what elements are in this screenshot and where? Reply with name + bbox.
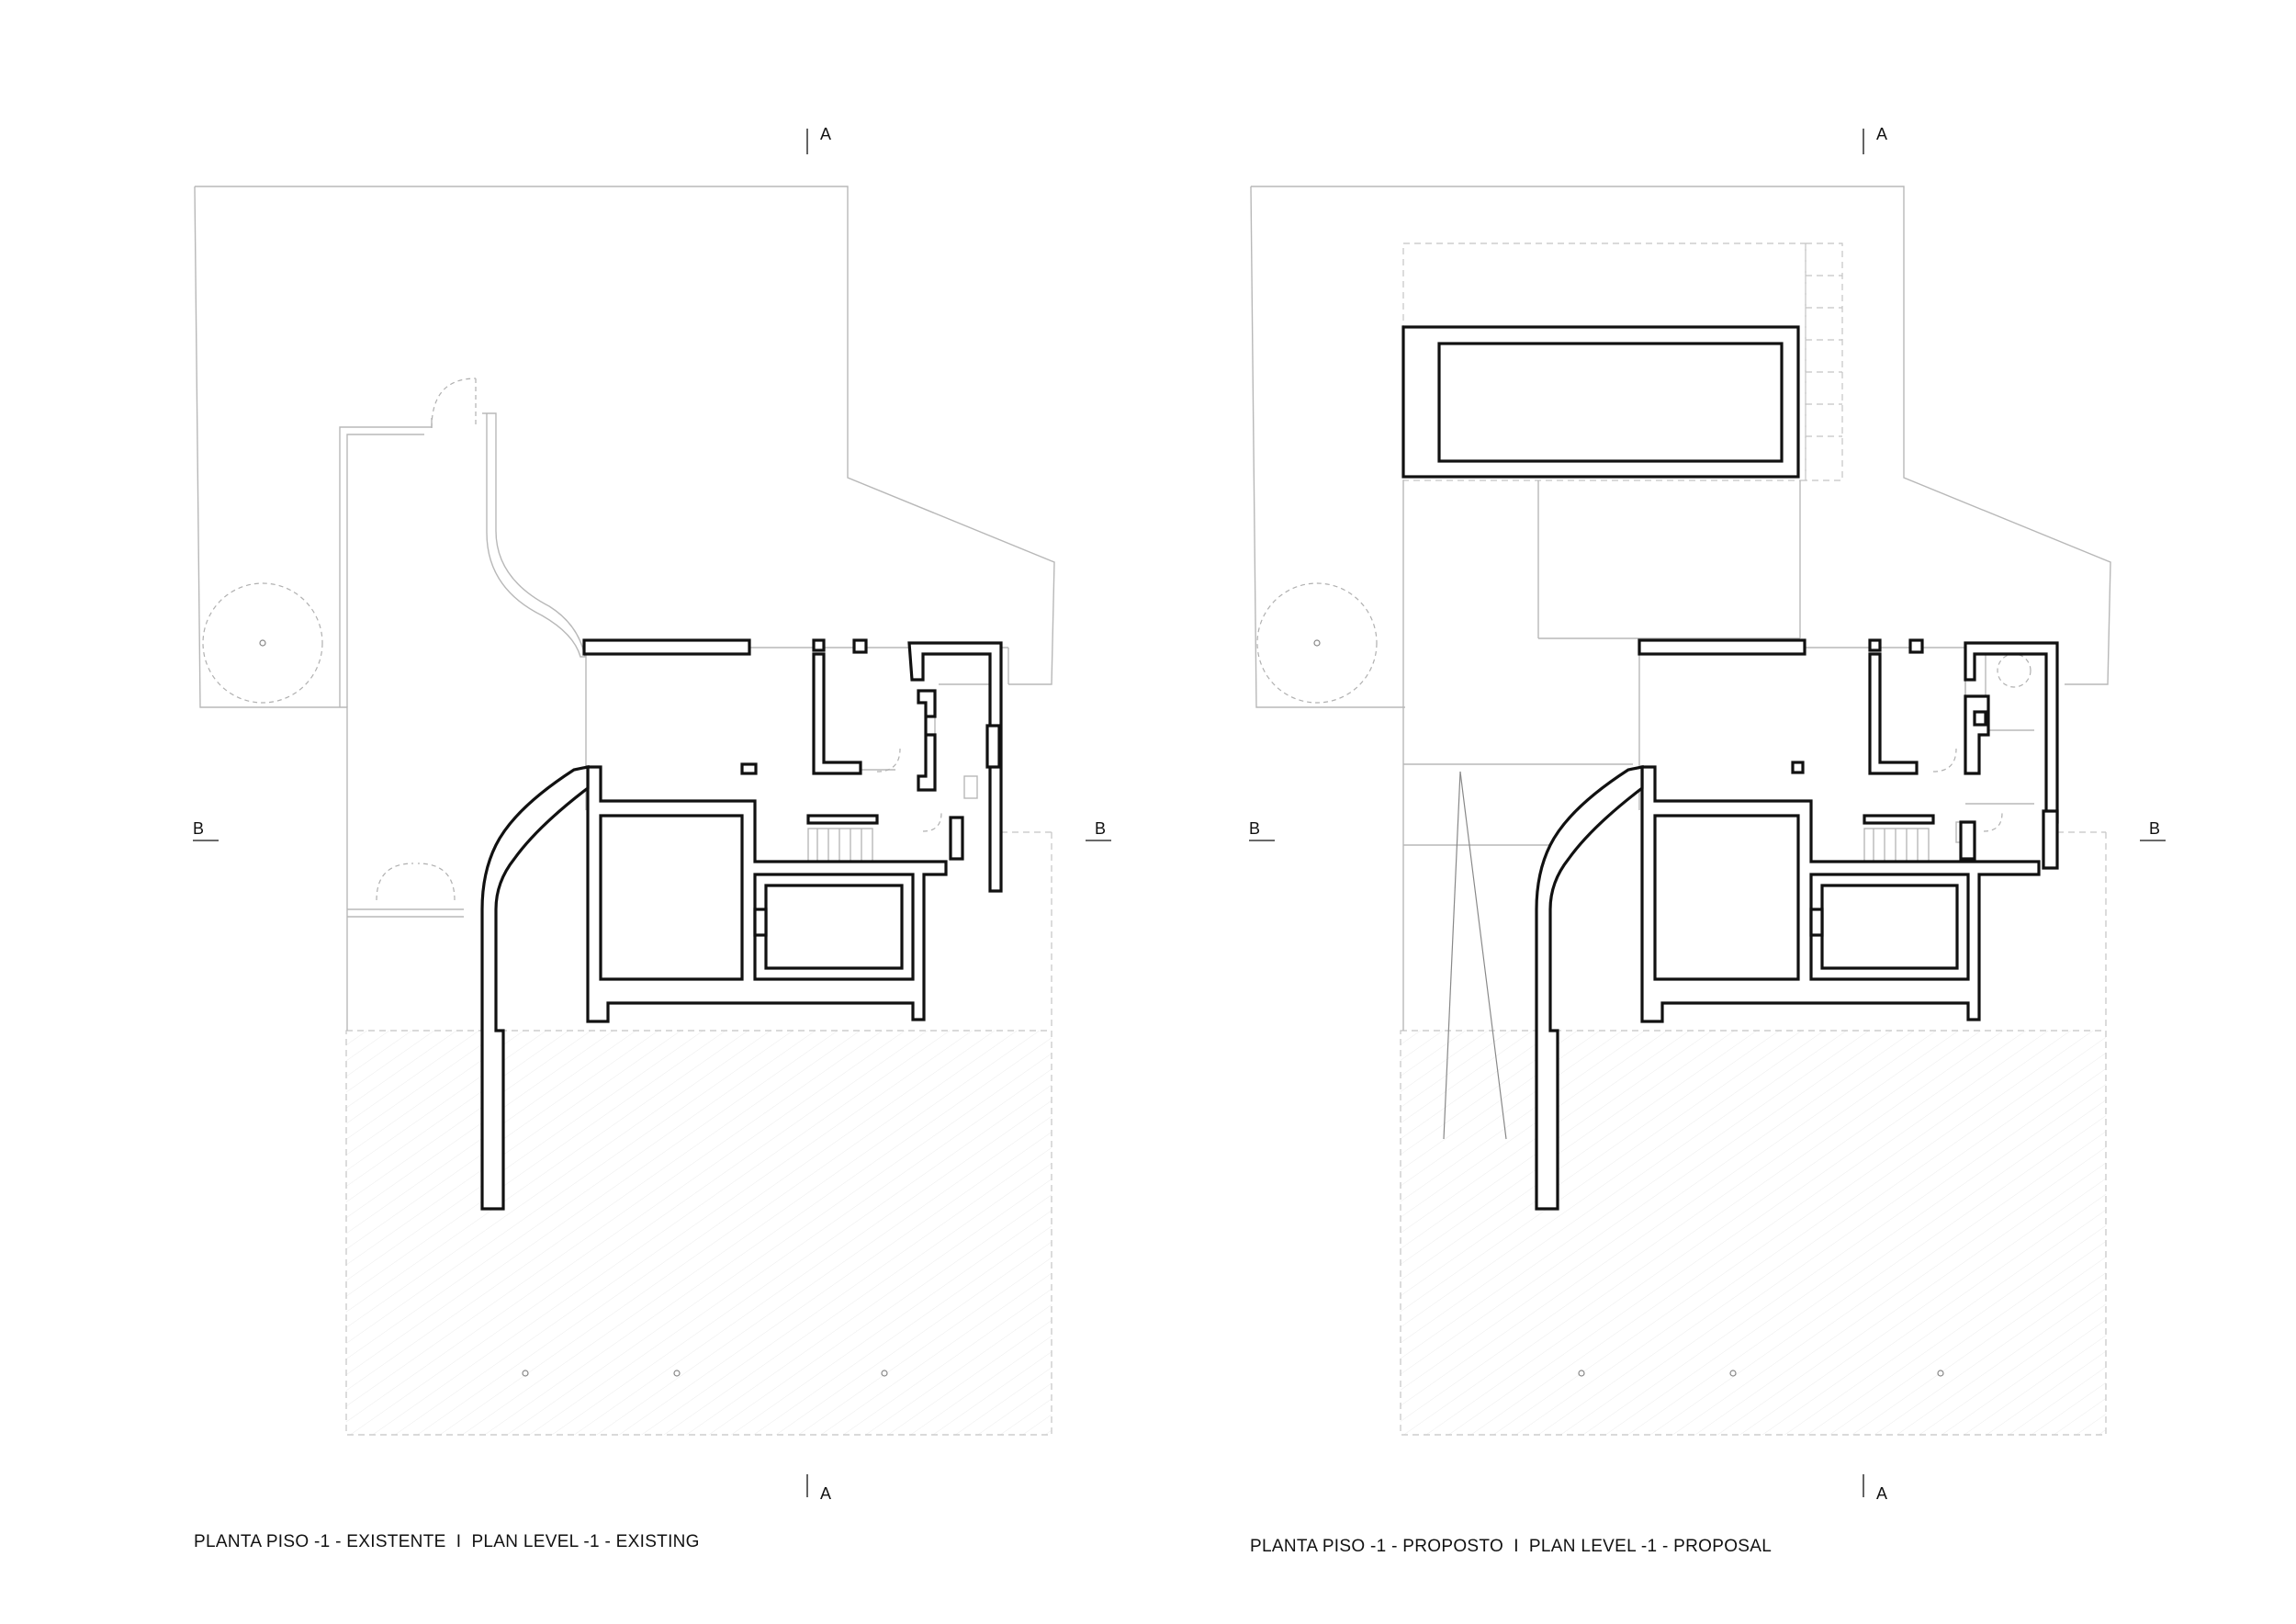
wall-segment <box>806 814 879 825</box>
ramp-line <box>1459 771 1507 1140</box>
wall-partition <box>907 641 1003 893</box>
column <box>1868 638 1882 652</box>
terrace-outline <box>339 418 433 707</box>
column <box>1908 638 1924 654</box>
survey-point <box>1729 1370 1737 1377</box>
drawing-caption-proposal: PLANTA PISO -1 - PROPOSTO I PLAN LEVEL -… <box>1250 1537 1773 1556</box>
column <box>812 638 826 652</box>
wall-partition <box>917 689 937 792</box>
survey-point <box>1578 1370 1585 1377</box>
terrain-dashed-boundary <box>345 1030 1052 1436</box>
door-swing <box>417 863 456 901</box>
wall-segment <box>1638 638 1806 656</box>
section-label-b-right: B <box>2149 819 2160 838</box>
column <box>852 638 868 654</box>
tree-symbol <box>202 582 323 704</box>
plan-existing: A A B B <box>193 125 1111 1503</box>
section-label-a-top: A <box>820 125 831 143</box>
swimming-pool-inner <box>1437 342 1784 463</box>
drawing-caption-existing: PLANTA PISO -1 - EXISTENTE I PLAN LEVEL … <box>194 1532 700 1551</box>
door-swing <box>1932 748 1957 773</box>
terrace-outline <box>346 434 424 707</box>
wall-partition <box>1868 652 1919 775</box>
terrain-hatch <box>1401 1031 2106 1435</box>
survey-point <box>1937 1370 1944 1377</box>
section-label-b-right: B <box>1095 819 1106 838</box>
wall-partition <box>1964 641 2059 824</box>
tree-center <box>1313 639 1321 647</box>
wall-niche <box>1809 908 1824 937</box>
fixture-basin <box>1997 653 2032 688</box>
section-label-b-left: B <box>1249 819 1260 838</box>
wall-partition <box>949 816 964 861</box>
wall-segment <box>1863 814 1935 825</box>
column <box>740 762 758 775</box>
wall-partition <box>985 724 1001 769</box>
wall-segment <box>582 638 751 656</box>
wall-partition <box>2042 809 2059 870</box>
section-label-a-bottom: A <box>1876 1484 1887 1503</box>
door-swing <box>431 378 477 429</box>
pool-steps-dashed <box>1805 242 1843 481</box>
survey-point <box>673 1370 681 1377</box>
site-boundary <box>1251 186 2111 685</box>
door-swing <box>1983 812 2003 832</box>
section-label-b-left: B <box>193 819 204 838</box>
wall-retaining-curved <box>1535 765 1644 1211</box>
wall-partition <box>1964 694 1990 775</box>
site-boundary <box>194 186 348 1031</box>
fixture <box>963 775 978 799</box>
tree-symbol <box>1256 582 1378 704</box>
ramp-line <box>1443 771 1461 1140</box>
wall-basement-room <box>753 873 915 981</box>
stair <box>807 828 873 863</box>
survey-point <box>881 1370 888 1377</box>
plan-proposal: A A B B <box>1249 125 2166 1503</box>
terrain-hatch <box>346 1031 1052 1435</box>
door-swing <box>376 863 414 901</box>
wall-niche <box>753 908 768 937</box>
door-swing <box>876 748 901 773</box>
site-boundary <box>1250 186 1405 708</box>
wall-retaining-curved <box>480 765 590 1211</box>
survey-point <box>522 1370 529 1377</box>
section-label-a-bottom: A <box>820 1484 831 1503</box>
site-boundary <box>195 186 1055 685</box>
wall-partition <box>812 652 862 775</box>
section-label-a-top: A <box>1876 125 1887 143</box>
door-swing <box>922 812 942 832</box>
tree-center <box>259 639 266 647</box>
terrain-dashed-boundary <box>1400 1030 2107 1436</box>
wall-basement <box>1640 765 2041 1023</box>
fixture-box <box>1973 710 1987 727</box>
wall-basement-room <box>1809 873 1970 981</box>
stair <box>1863 828 1930 863</box>
curved-railing <box>482 412 586 658</box>
wall-partition <box>1959 820 1976 861</box>
column <box>1791 761 1805 774</box>
